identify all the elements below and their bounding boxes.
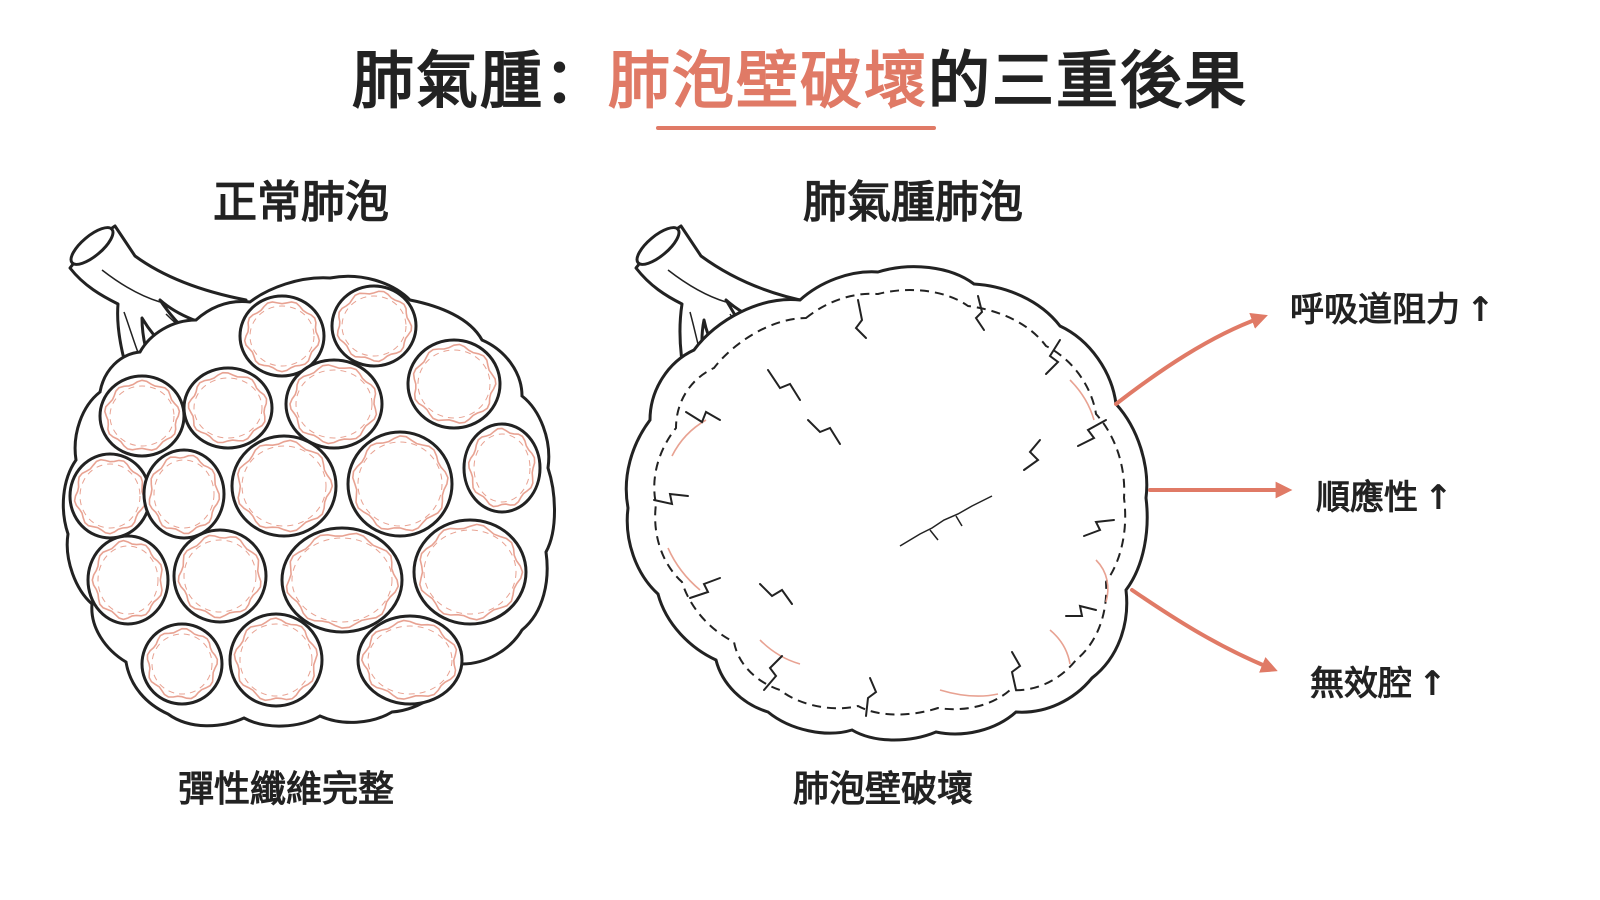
- alveolus: [406, 338, 502, 430]
- emphysema-broken-septa: [653, 295, 1115, 717]
- elastic-fiber-inner: [367, 625, 453, 695]
- elastic-fiber-lining: [285, 532, 400, 629]
- elastic-fiber-inner: [423, 529, 517, 615]
- alveolus: [140, 622, 224, 706]
- alveolus: [284, 358, 384, 450]
- elastic-fiber-lining: [146, 627, 219, 700]
- up-arrow-icon: ↑: [1424, 478, 1453, 518]
- emphysema-panel-caption: 肺泡壁破壞: [793, 769, 974, 810]
- alveolus: [462, 422, 542, 514]
- elastic-fiber-lining: [360, 619, 458, 700]
- effect-dead-space-text: 無效腔: [1310, 664, 1412, 704]
- elastic-fiber-inner: [291, 537, 393, 623]
- title-underline: [656, 126, 936, 130]
- alveolus: [182, 366, 274, 450]
- elastic-fiber-inner: [193, 377, 263, 439]
- emphysema-alveoli: [624, 224, 1149, 742]
- elastic-fiber-inner: [151, 633, 213, 695]
- elastic-fiber-inner: [249, 305, 315, 367]
- elastic-fiber-lining: [233, 617, 319, 702]
- alveolus: [280, 526, 404, 634]
- elastic-fiber-lining: [336, 290, 413, 363]
- elastic-fiber-inner: [473, 433, 531, 503]
- arrow-airway-resistance: [1114, 312, 1268, 406]
- title-prefix: 肺氣腫：: [351, 44, 608, 117]
- effect-airway-resistance: 呼吸道阻力↑: [1290, 282, 1495, 331]
- normal-alveoli: [61, 224, 556, 728]
- alveolus: [356, 614, 464, 706]
- elastic-fiber-lining: [418, 523, 524, 621]
- up-arrow-icon: ↑: [1418, 664, 1447, 704]
- elastic-fiber-inner: [417, 349, 491, 419]
- alveolus: [172, 528, 268, 624]
- elastic-fiber-lining: [187, 371, 268, 444]
- elastic-fiber-lining: [236, 439, 334, 533]
- emphysema-panel-title: 肺氣腫肺泡: [803, 177, 1023, 228]
- elastic-fiber-lining: [103, 379, 181, 452]
- elastic-fiber-inner: [183, 539, 257, 613]
- elastic-fiber-lining: [289, 364, 378, 445]
- elastic-fiber-lining: [412, 343, 497, 424]
- elastic-fiber-inner: [357, 441, 443, 527]
- alveolus: [86, 534, 170, 626]
- up-arrow-icon: ↑: [1466, 290, 1495, 330]
- title-suffix: 的三重後果: [928, 44, 1249, 117]
- main-title: 肺氣腫：肺泡壁破壞的三重後果: [0, 30, 1600, 120]
- alveolus: [330, 284, 418, 368]
- elastic-fiber-inner: [341, 295, 407, 357]
- elastic-fiber-lining: [73, 458, 146, 535]
- normal-panel-title: 正常肺泡: [213, 177, 389, 228]
- elastic-fiber-inner: [295, 369, 373, 439]
- elastic-fiber-lining: [91, 539, 163, 621]
- effect-dead-space: 無效腔↑: [1310, 656, 1447, 705]
- alveolus: [68, 452, 152, 540]
- effect-arrows: [1114, 312, 1293, 673]
- normal-alveolus-group: [68, 284, 542, 708]
- effect-compliance: 順應性↑: [1316, 470, 1453, 519]
- elastic-fiber-lining: [177, 534, 262, 619]
- alveolus: [98, 374, 186, 458]
- emphysema-center-crack: [899, 495, 993, 547]
- alveolus: [412, 518, 528, 626]
- emphysema-sac-outline: [624, 265, 1149, 742]
- title-accent: 肺泡壁破壞: [607, 44, 928, 117]
- elastic-fiber-inner: [97, 545, 159, 615]
- elastic-fiber-inner: [79, 463, 141, 529]
- elastic-fiber-lining: [351, 435, 449, 532]
- elastic-fiber-inner: [153, 459, 215, 529]
- effect-airway-resistance-text: 呼吸道阻力: [1290, 290, 1460, 330]
- alveolus: [346, 430, 454, 538]
- elastic-fiber-inner: [239, 623, 313, 697]
- alveolus: [238, 294, 326, 378]
- elastic-fiber-lining: [467, 427, 536, 508]
- elastic-fiber-inner: [109, 385, 175, 447]
- arrow-dead-space: [1130, 588, 1278, 673]
- elastic-fiber-lining: [148, 454, 221, 535]
- normal-panel-caption: 彈性纖維完整: [178, 769, 395, 810]
- alveolus: [228, 612, 324, 708]
- emphysema-sac-inner-dashed: [653, 289, 1127, 716]
- elastic-fiber-inner: [241, 445, 327, 527]
- effect-compliance-text: 順應性: [1316, 478, 1418, 518]
- elastic-fiber-lining: [243, 301, 321, 373]
- alveolus: [142, 448, 226, 540]
- alveolus: [230, 434, 338, 538]
